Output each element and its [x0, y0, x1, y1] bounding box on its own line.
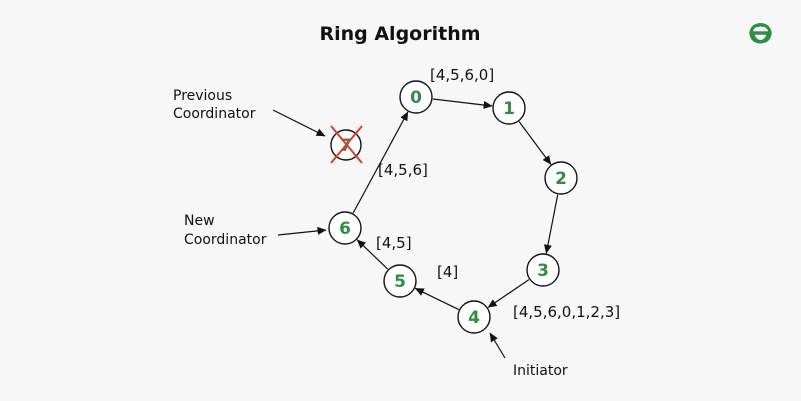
new-coordinator-pointer — [277, 226, 327, 236]
node-circle — [399, 80, 433, 114]
node-label: 5 — [394, 272, 406, 292]
message-at-node-0: [4,5,6,0] — [430, 66, 494, 84]
previous-coordinator-label-line1: Previous — [173, 88, 232, 104]
ring-node-7-failed: 7 — [330, 125, 363, 164]
node-circle — [328, 211, 362, 245]
node-label: 4 — [468, 308, 480, 328]
initiator-label: Initiator — [513, 363, 568, 379]
ring-node-6: 6 — [328, 211, 362, 245]
ring-node-4: 4 — [457, 300, 491, 334]
node-label: 6 — [339, 219, 351, 239]
ring-edge-2-to-3 — [543, 194, 559, 254]
new-coordinator-label-line1: New — [184, 213, 215, 229]
node-circle — [383, 264, 417, 298]
previous-coordinator-label-line2: Coordinator — [173, 106, 256, 122]
ring-node-1: 1 — [492, 91, 526, 125]
ring-edge-6-to-0 — [352, 111, 409, 214]
ring-edge-5-to-6 — [356, 239, 389, 270]
node-label: 0 — [410, 88, 422, 108]
ring-edge-4-to-5 — [414, 287, 459, 311]
node-label: 1 — [503, 99, 515, 119]
diagram-title: Ring Algorithm — [319, 23, 480, 45]
initiator-pointer — [489, 332, 506, 359]
ring-edge-0-to-1 — [432, 98, 493, 109]
new-coordinator-label-line2: Coordinator — [184, 232, 267, 248]
node-circle — [492, 91, 526, 125]
ring-node-2: 2 — [544, 161, 578, 195]
message-at-node-5: [4,5] — [376, 234, 412, 252]
ring-edge-3-to-4 — [487, 279, 530, 308]
node-label: 2 — [555, 169, 567, 189]
ring-node-5: 5 — [383, 264, 417, 298]
ring-edge-1-to-2 — [518, 121, 552, 165]
message-at-node-6: [4,5,6] — [378, 161, 428, 179]
node-circle — [544, 161, 578, 195]
ring-node-0: 0 — [399, 80, 433, 114]
geeksforgeeks-logo-icon — [749, 23, 772, 44]
failed-cross-icon — [330, 125, 363, 164]
message-at-node-4: [4] — [437, 263, 458, 281]
node-circle — [457, 300, 491, 334]
previous-coordinator-pointer — [272, 109, 326, 137]
node-label: 3 — [537, 261, 549, 281]
message-at-node-3: [4,5,6,0,1,2,3] — [513, 303, 620, 321]
node-circle — [526, 253, 560, 287]
ring-node-3: 3 — [526, 253, 560, 287]
ring-edges — [352, 98, 559, 311]
